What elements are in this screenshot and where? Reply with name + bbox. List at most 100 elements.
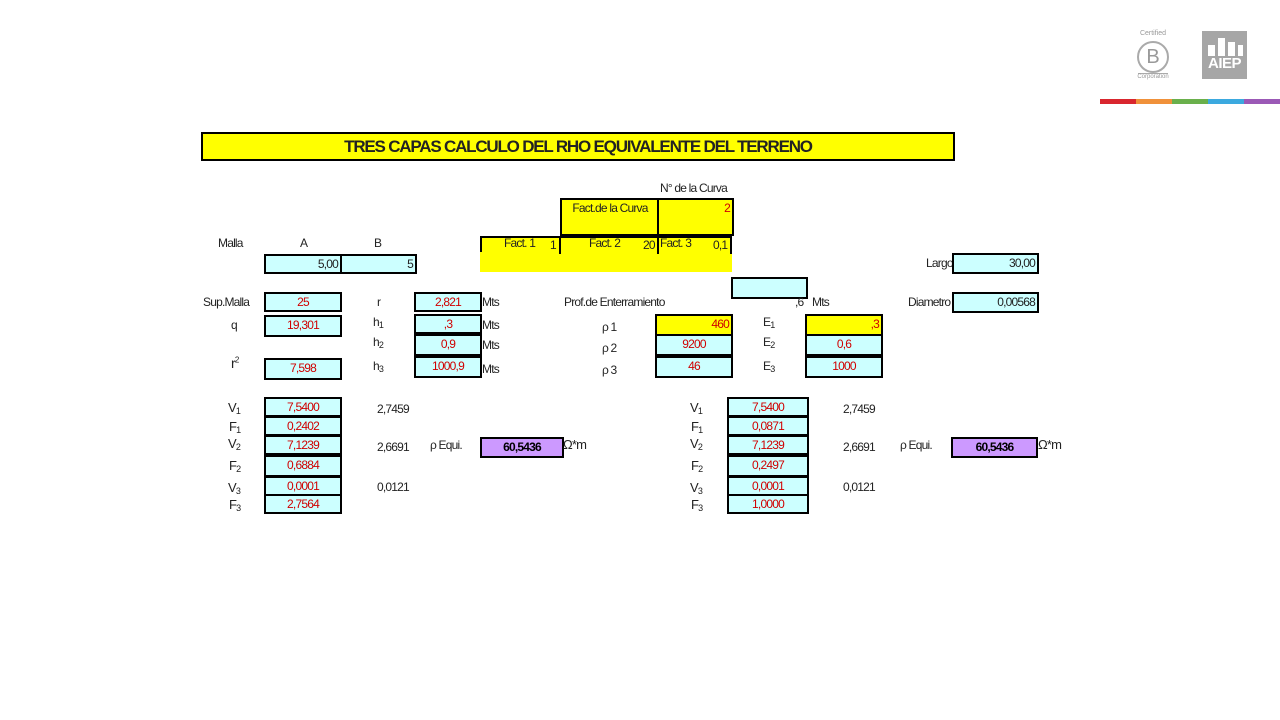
right-side2: 2,6691 [843, 440, 876, 454]
rho3-label: ρ 3 [602, 363, 617, 377]
left-v1-value[interactable]: 7,5400 [264, 397, 342, 417]
h3-unit: Mts [482, 362, 500, 376]
h1-label: h1 [373, 315, 384, 330]
left-v3-value[interactable]: 0,0001 [264, 476, 342, 496]
aiep-logo: AIEP [1202, 31, 1247, 79]
rho2-label: ρ 2 [602, 341, 617, 355]
h3-label: h3 [373, 359, 384, 374]
e3-value[interactable]: 1000 [805, 356, 883, 378]
right-v1-label: V1 [690, 400, 703, 416]
fact-divider-1 [559, 236, 561, 254]
right-v3-value[interactable]: 0,0001 [727, 476, 809, 496]
e2-label: E2 [763, 335, 775, 350]
e2-value[interactable]: 0,6 [805, 334, 883, 356]
r2-label: r2 [231, 355, 239, 371]
bcorp-circle: B [1137, 41, 1169, 73]
fact2-label: Fact. 2 [589, 236, 621, 250]
right-f2-label: F2 [691, 458, 703, 474]
r-unit: Mts [482, 295, 500, 309]
r-label: r [377, 295, 381, 309]
right-f1-value[interactable]: 0,0871 [727, 416, 809, 436]
right-rho-equi-label: ρ Equi. [900, 438, 933, 452]
largo-label: Largo [926, 256, 953, 270]
left-f1-label: F1 [229, 419, 241, 435]
bcorp-corporation-text: Corporation [1137, 74, 1169, 80]
right-f2-value[interactable]: 0,2497 [727, 455, 809, 477]
right-v3-label: V3 [690, 480, 703, 496]
left-f3-value[interactable]: 2,7564 [264, 494, 342, 514]
prof-unit: Mts [812, 295, 830, 309]
right-side1: 2,7459 [843, 402, 876, 416]
left-f3-label: F3 [229, 497, 241, 513]
left-v2-label: V2 [228, 436, 241, 452]
left-side1: 2,7459 [377, 402, 410, 416]
right-f3-label: F3 [691, 497, 703, 513]
brand-stripe-red [1100, 99, 1136, 104]
h2-value[interactable]: 0,9 [414, 334, 482, 356]
bcorp-logo: Certified B Corporation [1134, 30, 1172, 82]
e3-label: E3 [763, 359, 775, 374]
h2-label: h2 [373, 335, 384, 350]
left-f2-value[interactable]: 0,6884 [264, 455, 342, 477]
largo-value[interactable]: 30,00 [952, 253, 1039, 274]
rho2-value[interactable]: 9200 [655, 334, 733, 356]
brand-stripe-purple [1244, 99, 1280, 104]
q-value[interactable]: 19,301 [264, 315, 342, 337]
right-v2-label: V2 [690, 436, 703, 452]
r2-value[interactable]: 7,598 [264, 358, 342, 380]
left-v3-label: V3 [228, 480, 241, 496]
numero-curva-label: N° de la Curva [660, 181, 728, 195]
left-ohm-unit: Ω*m [563, 437, 587, 452]
prof-value[interactable]: ,6 [795, 295, 804, 309]
fact-curva-value[interactable]: 2 [657, 198, 734, 236]
malla-a-label: A [300, 236, 308, 250]
sup-malla-value[interactable]: 25 [264, 292, 342, 312]
left-side3: 0,0121 [377, 480, 410, 494]
brand-stripe-blue [1208, 99, 1244, 104]
left-f1-value[interactable]: 0,2402 [264, 416, 342, 436]
fact1-value[interactable]: 1 [550, 238, 557, 252]
right-v1-value[interactable]: 7,5400 [727, 397, 809, 417]
malla-a-value[interactable]: 5,00 [264, 254, 342, 274]
malla-b-label: B [374, 236, 382, 250]
right-v2-value[interactable]: 7,1239 [727, 435, 809, 455]
h1-unit: Mts [482, 318, 500, 332]
brand-stripe-orange [1136, 99, 1172, 104]
rho1-label: ρ 1 [602, 320, 617, 334]
fact3-label: Fact. 3 [660, 236, 692, 250]
right-f1-label: F1 [691, 419, 703, 435]
fact-yellow-band [480, 236, 732, 272]
left-rho-equi-value[interactable]: 60,5436 [480, 437, 564, 458]
fact-divider-2 [657, 236, 659, 254]
bcorp-certified-text: Certified [1139, 30, 1167, 37]
r-value[interactable]: 2,821 [414, 292, 482, 312]
malla-b-value[interactable]: 5 [340, 254, 417, 274]
aiep-logo-text: AIEP [1207, 55, 1242, 72]
fact-curva-label: Fact.de la Curva [572, 201, 648, 215]
right-rho-equi-value[interactable]: 60,5436 [951, 437, 1038, 458]
rho3-value[interactable]: 46 [655, 356, 733, 378]
diametro-value[interactable]: 0,00568 [952, 292, 1039, 313]
fact3-value[interactable]: 0,1 [713, 238, 728, 252]
left-f2-label: F2 [229, 458, 241, 474]
aiep-building-icon [1208, 38, 1243, 56]
diametro-label: Diametro [908, 295, 951, 309]
sheet-title: TRES CAPAS CALCULO DEL RHO EQUIVALENTE D… [201, 132, 955, 161]
e1-value[interactable]: ,3 [805, 314, 883, 336]
h3-value[interactable]: 1000,9 [414, 356, 482, 378]
fact-curva-label-cell: Fact.de la Curva [560, 198, 660, 236]
right-ohm-unit: Ω*m [1038, 437, 1062, 452]
empty-input-cell[interactable] [731, 277, 808, 299]
left-v1-label: V1 [228, 400, 241, 416]
h1-value[interactable]: ,3 [414, 314, 482, 334]
right-f3-value[interactable]: 1,0000 [727, 494, 809, 514]
left-v2-value[interactable]: 7,1239 [264, 435, 342, 455]
rho1-value[interactable]: 460 [655, 314, 733, 336]
fact2-value[interactable]: 20 [643, 238, 656, 252]
malla-label: Malla [218, 236, 243, 250]
h2-unit: Mts [482, 338, 500, 352]
q-label: q [231, 318, 238, 332]
bcorp-line [1138, 73, 1168, 74]
right-side3: 0,0121 [843, 480, 876, 494]
e1-label: E1 [763, 315, 775, 330]
